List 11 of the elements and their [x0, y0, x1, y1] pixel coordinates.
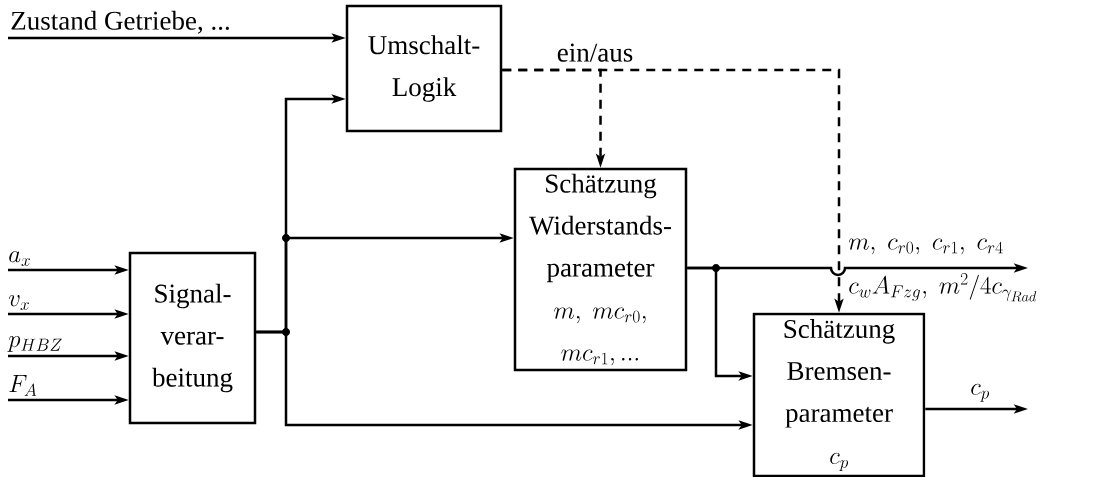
- edge-label: $v_x$: [8, 295, 29, 310]
- edge-label: $F_A$: [9, 375, 37, 396]
- edge-label: $c_p$: [971, 383, 989, 402]
- process-box: Signal-verar-beitung: [128, 251, 257, 425]
- edge-label: $p_{HBZ}$: [7, 335, 62, 352]
- process-box: Schätzung Widerstands-parameter $m,\ mc_{r0},\allowbreak\ mc_{r1},...$: [513, 167, 688, 372]
- edge-label: ein/aus: [557, 43, 633, 62]
- process-box: Umschalt-Logik: [345, 4, 503, 133]
- edge-label: Zustand Getriebe, ...: [11, 10, 229, 34]
- edge-label: $a_x$: [9, 251, 30, 266]
- process-box: Schätzung Bremsen-parameter $c_p$: [752, 312, 926, 477]
